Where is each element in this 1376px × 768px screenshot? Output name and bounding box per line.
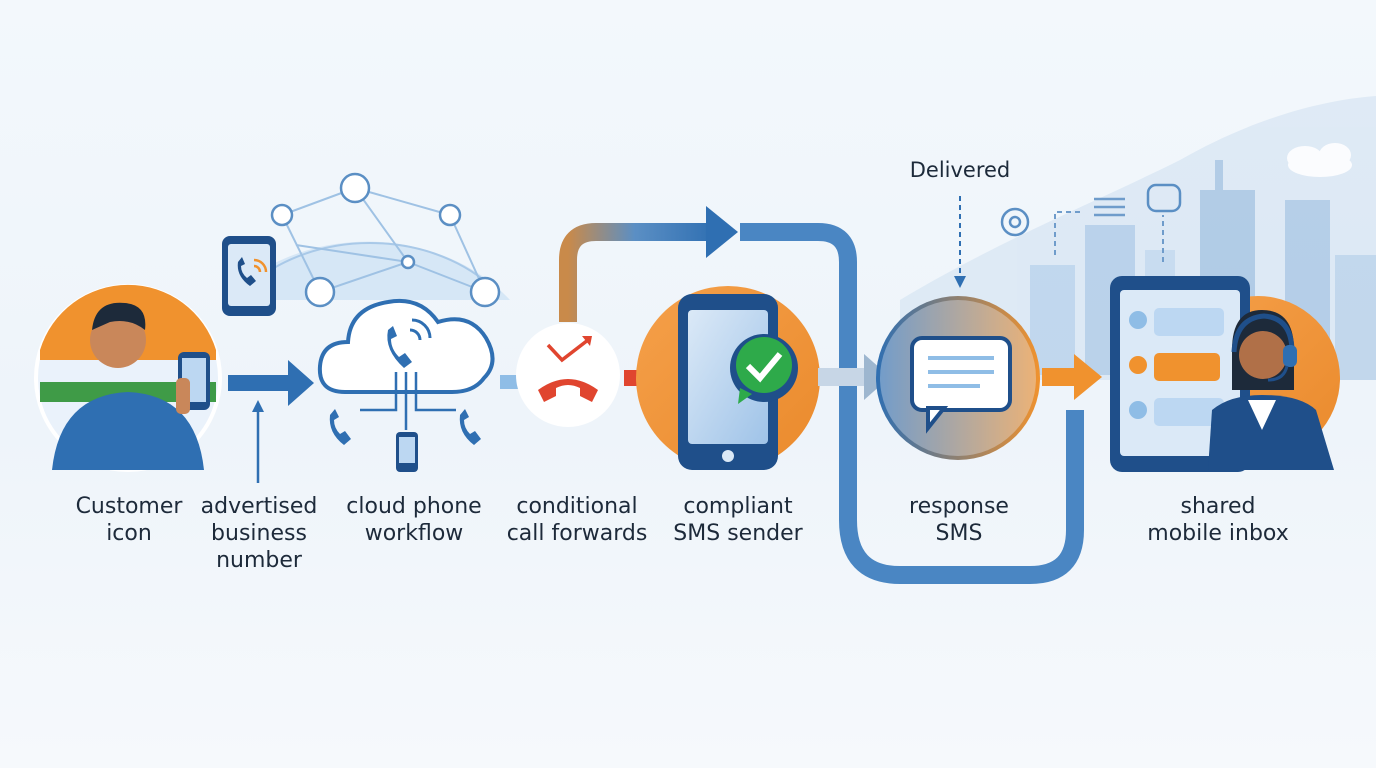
- arrow-response-to-inbox: [1042, 354, 1102, 400]
- customer-icon: [34, 284, 222, 472]
- step-label-response-sms: response SMS: [909, 494, 1009, 546]
- step-label-cloud-workflow: cloud phone workflow: [346, 494, 482, 546]
- chat-bubble-icon: [876, 296, 1040, 460]
- step-label-sms-sender: compliant SMS sender: [673, 494, 803, 546]
- step-label-shared-inbox: shared mobile inbox: [1147, 494, 1289, 546]
- arrow-customer-to-number: [228, 360, 314, 483]
- chat-small-icon: [1146, 183, 1182, 213]
- agent-tablet-icon: [1110, 276, 1340, 472]
- phone-signal-icon: [222, 236, 276, 316]
- top-loop-arrow: [559, 206, 1084, 584]
- step-label-call-forwards: conditional call forwards: [506, 494, 648, 546]
- gear-icon: [1000, 207, 1030, 237]
- call-forward-icon: [516, 323, 620, 427]
- cloud-decoration: [1287, 143, 1352, 177]
- delivered-status: Delivered: [909, 158, 1011, 182]
- network-globe: [225, 172, 510, 308]
- step-label-advertised-number: advertised business number: [200, 494, 318, 573]
- delivered-pointer: [954, 196, 966, 288]
- step-label-customer: Customer icon: [75, 494, 183, 546]
- list-lines-icon: [1094, 197, 1125, 217]
- sms-check-icon: [636, 286, 820, 470]
- cloud-phone-icon: [317, 299, 495, 472]
